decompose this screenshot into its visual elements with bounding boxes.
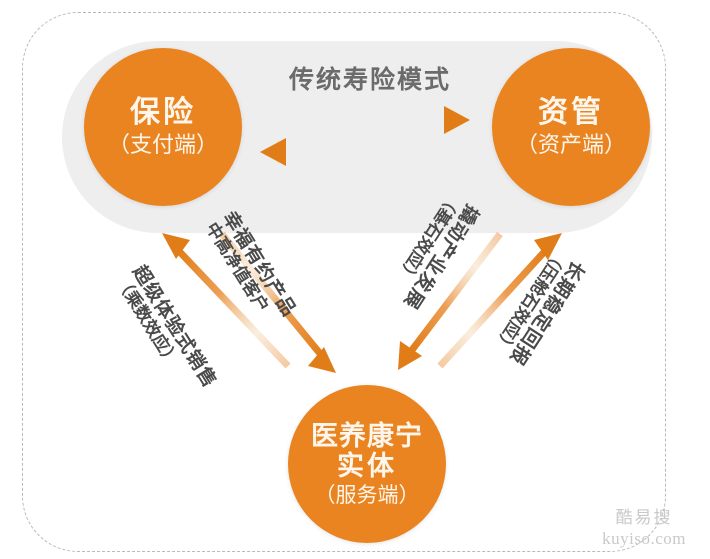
node-health-service[interactable]: 医养康宁 实体 （服务端） (288, 385, 446, 543)
watermark: 酷易搜 kuyiso.com (602, 507, 686, 550)
node-asset-management[interactable]: 资管 （资产端） (492, 48, 650, 206)
node-service-title-line2: 实体 (337, 450, 397, 481)
watermark-en: kuyiso.com (602, 528, 686, 548)
node-insurance-title: 保险 (130, 95, 196, 129)
node-insurance-subtitle: （支付端） (107, 132, 218, 158)
node-asset-title: 资管 (538, 95, 604, 129)
diagram-title: 传统寿险模式 (288, 66, 451, 94)
node-insurance[interactable]: 保险 （支付端） (84, 48, 242, 206)
dashed-frame-border (22, 12, 666, 552)
node-asset-subtitle: （资产端） (515, 132, 626, 158)
node-service-subtitle: （服务端） (314, 483, 420, 507)
watermark-cn: 酷易搜 (615, 507, 673, 527)
node-service-title-line1: 医养康宁 (311, 420, 423, 451)
